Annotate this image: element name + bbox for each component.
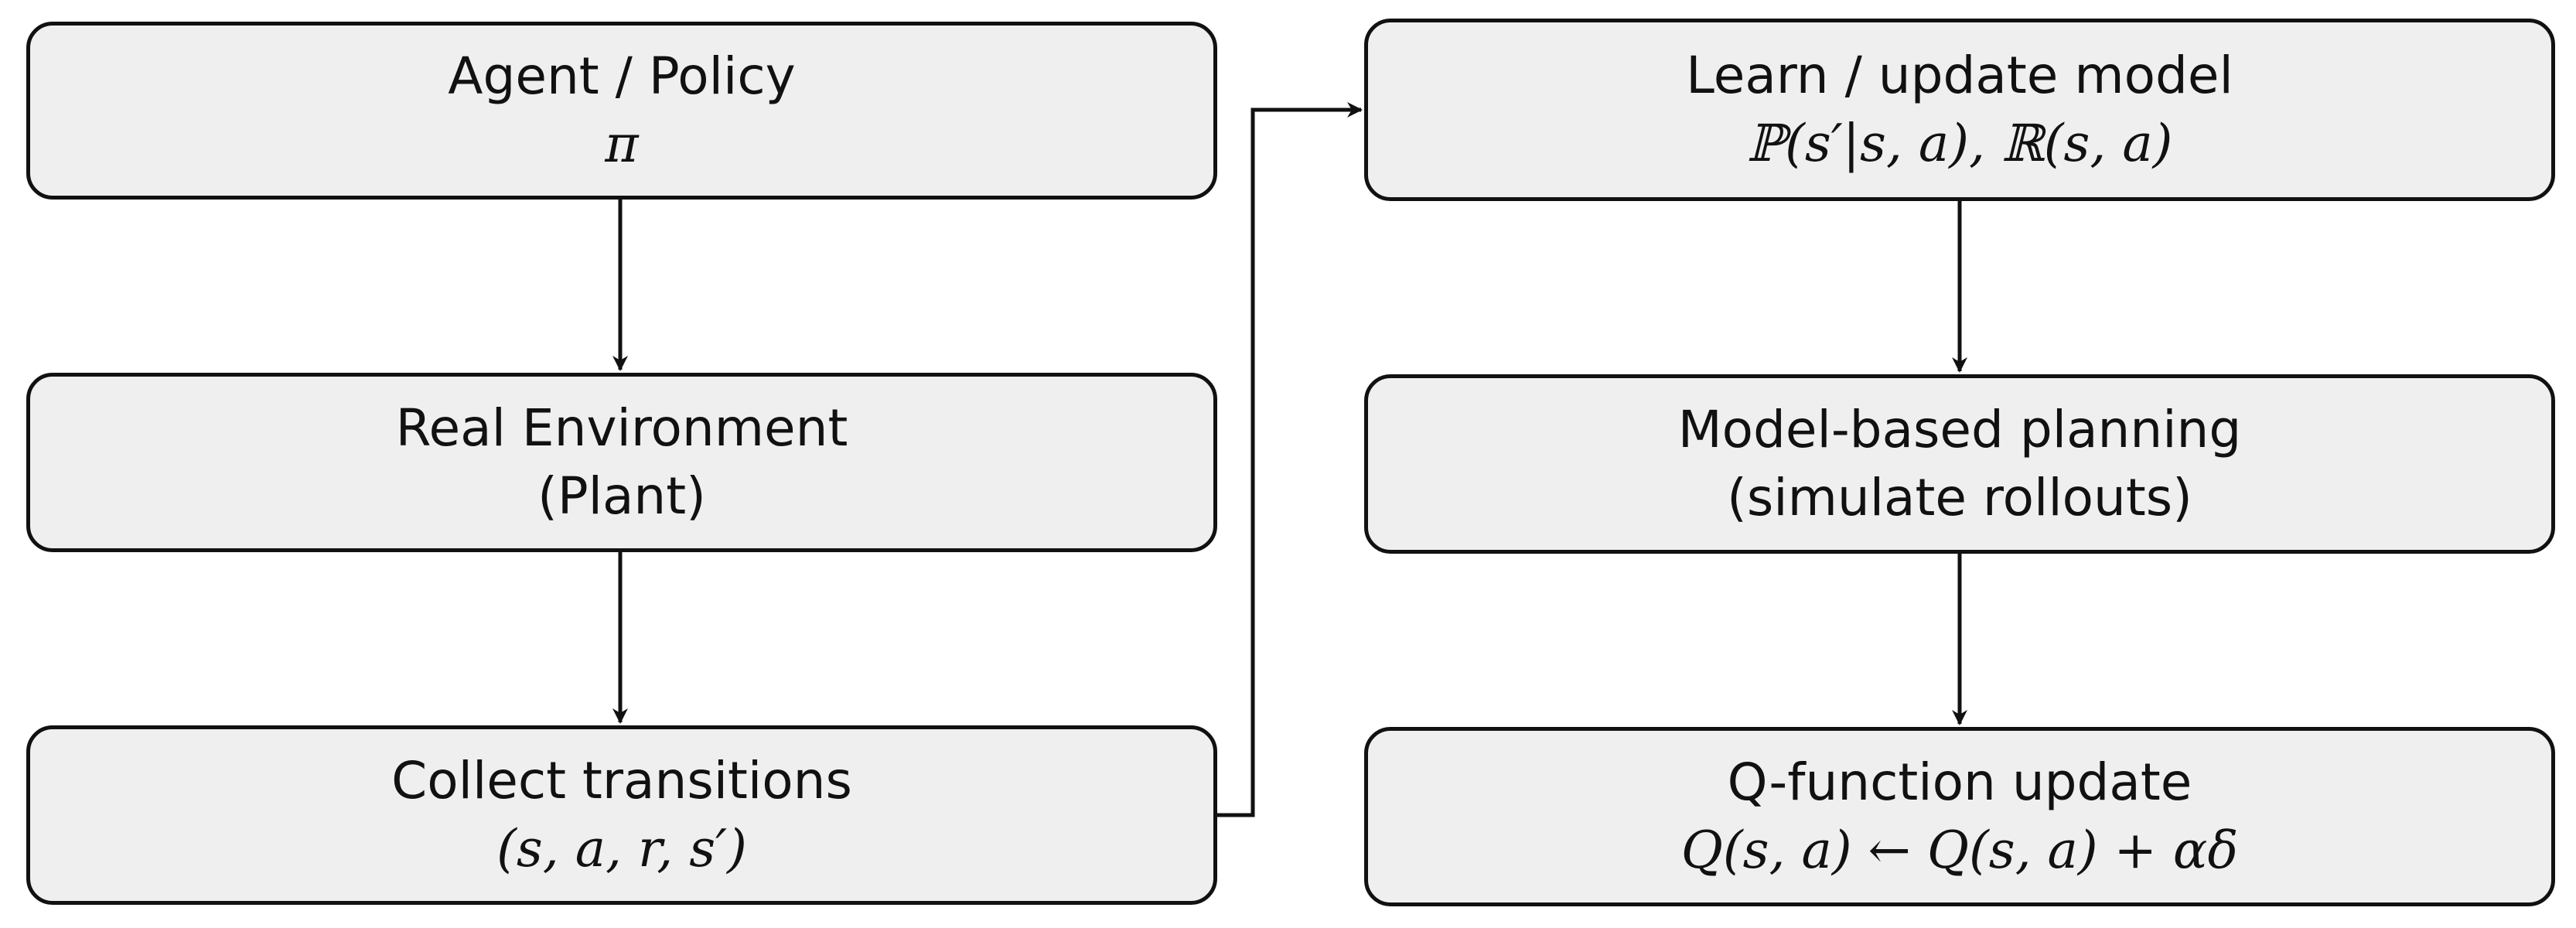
- q-function-update-node: Q-function update Q(s, a) ← Q(s, a) + αδ: [1364, 727, 2555, 906]
- model-based-planning-node: Model-based planning (simulate rollouts): [1364, 374, 2555, 554]
- node-title: Agent / Policy: [448, 46, 796, 106]
- node-title: Real Environment: [395, 398, 848, 458]
- node-formula: (s, a, r, s′): [496, 819, 747, 879]
- node-formula: π: [605, 114, 639, 174]
- node-formula: ℙ(s′|s, a), ℝ(s, a): [1746, 114, 2173, 173]
- node-title: Q-function update: [1727, 752, 2192, 812]
- node-subtitle: (Plant): [537, 466, 706, 526]
- node-title: Collect transitions: [391, 751, 852, 810]
- learn-update-model-node: Learn / update model ℙ(s′|s, a), ℝ(s, a): [1364, 19, 2555, 201]
- real-environment-node: Real Environment (Plant): [26, 373, 1217, 552]
- edge-collect-to-learn: [1217, 102, 1363, 817]
- agent-policy-node: Agent / Policy π: [26, 22, 1217, 200]
- collect-transitions-node: Collect transitions (s, a, r, s′): [26, 725, 1217, 905]
- node-subtitle: (simulate rollouts): [1727, 468, 2192, 527]
- node-title: Model-based planning: [1677, 400, 2242, 459]
- node-formula: Q(s, a) ← Q(s, a) + αδ: [1680, 821, 2239, 880]
- node-title: Learn / update model: [1686, 46, 2233, 105]
